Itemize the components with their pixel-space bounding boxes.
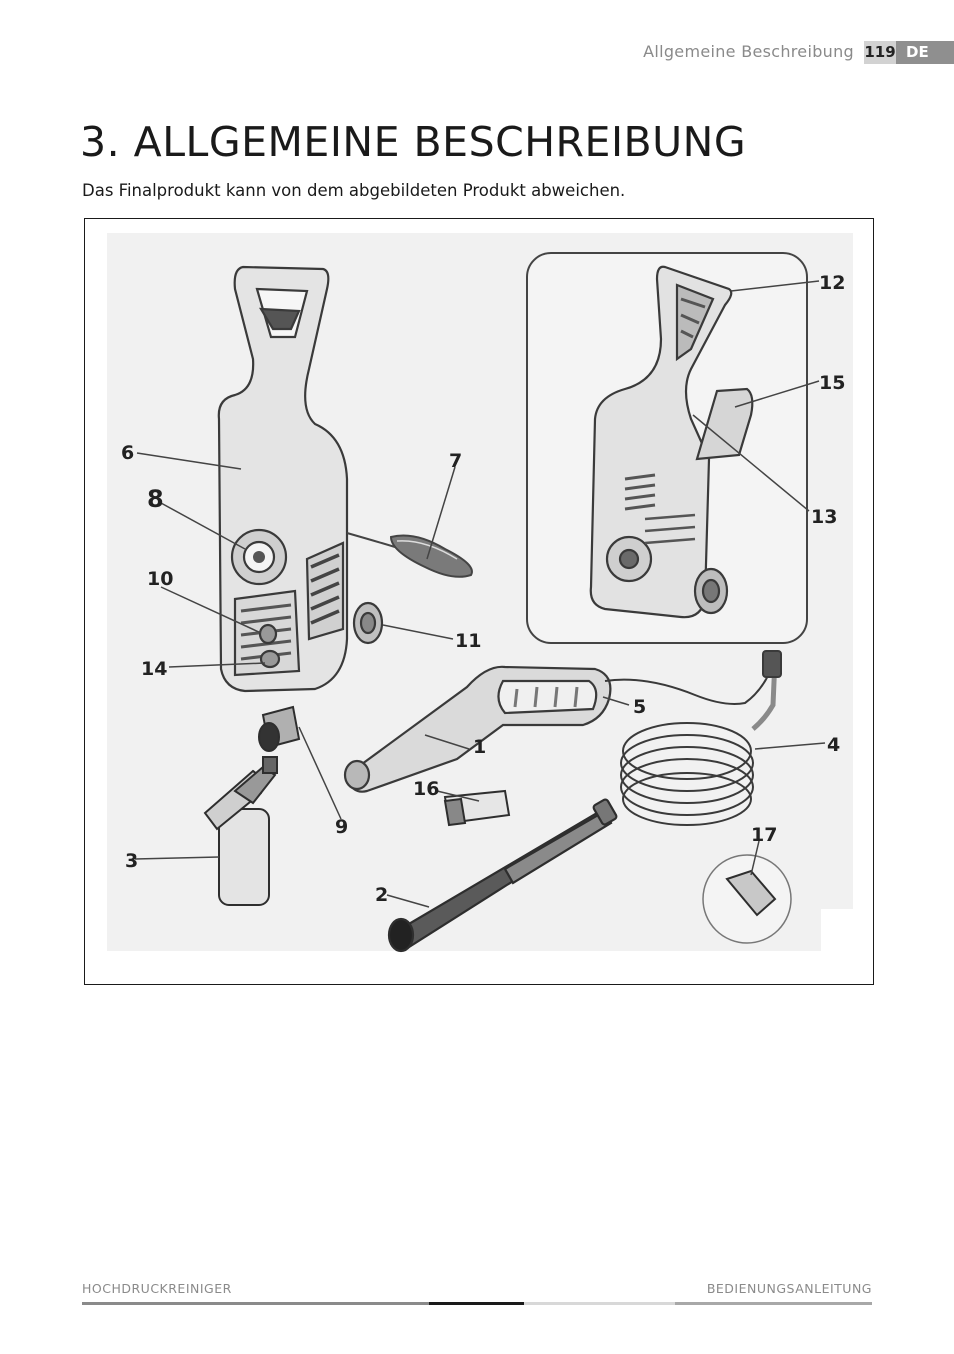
hose-adapter [702, 854, 792, 944]
callout-4: 4 [827, 734, 840, 756]
rear-detail-view [526, 252, 808, 644]
footer-bar-segment [675, 1302, 872, 1305]
footer-bar-segment [524, 1302, 675, 1305]
washer-body-front [217, 265, 384, 693]
language-badge: DE [896, 41, 954, 64]
callout-15: 15 [819, 372, 845, 394]
cleaning-brush [443, 789, 511, 827]
callout-17: 17 [751, 824, 777, 846]
footer-bar-segment [82, 1302, 429, 1305]
high-pressure-hose [604, 650, 782, 826]
footer-product-name: HOCHDRUCKREINIGER [82, 1281, 232, 1296]
callout-7: 7 [449, 450, 462, 472]
foam-bottle [203, 756, 278, 906]
nozzle-cap [258, 705, 301, 752]
callout-1: 1 [473, 736, 486, 758]
callout-13: 13 [811, 506, 837, 528]
page-title: 3. ALLGEMEINE BESCHREIBUNG [80, 118, 747, 166]
pressure-washer-diagram: 6 7 8 10 14 11 12 15 13 5 4 1 9 3 2 16 1… [107, 233, 853, 953]
page-subtitle: Das Finalprodukt kann von dem abgebildet… [82, 181, 626, 200]
callout-10: 10 [147, 568, 173, 590]
callout-3: 3 [125, 850, 138, 872]
callout-16: 16 [413, 778, 439, 800]
callout-6: 6 [121, 442, 134, 464]
callout-12: 12 [819, 272, 845, 294]
callout-9: 9 [335, 816, 348, 838]
callout-11: 11 [455, 630, 481, 652]
callout-14: 14 [141, 658, 167, 680]
spray-lance [387, 798, 618, 953]
callout-5: 5 [633, 696, 646, 718]
product-illustration: 6 7 8 10 14 11 12 15 13 5 4 1 9 3 2 16 1… [84, 218, 874, 985]
callout-labels: 6 7 8 10 14 11 12 15 13 5 4 1 9 3 2 16 1… [121, 272, 845, 906]
callout-lines [134, 280, 826, 908]
callout-2: 2 [375, 884, 388, 906]
page-number: 119 [864, 41, 896, 64]
header-section-title: Allgemeine Beschreibung [643, 42, 854, 61]
callout-8: 8 [147, 485, 164, 513]
power-cord [346, 532, 473, 578]
footer-bar-segment [429, 1302, 524, 1305]
footer-document-type: BEDIENUNGSANLEITUNG [706, 1281, 872, 1296]
trigger-gun [343, 665, 612, 793]
